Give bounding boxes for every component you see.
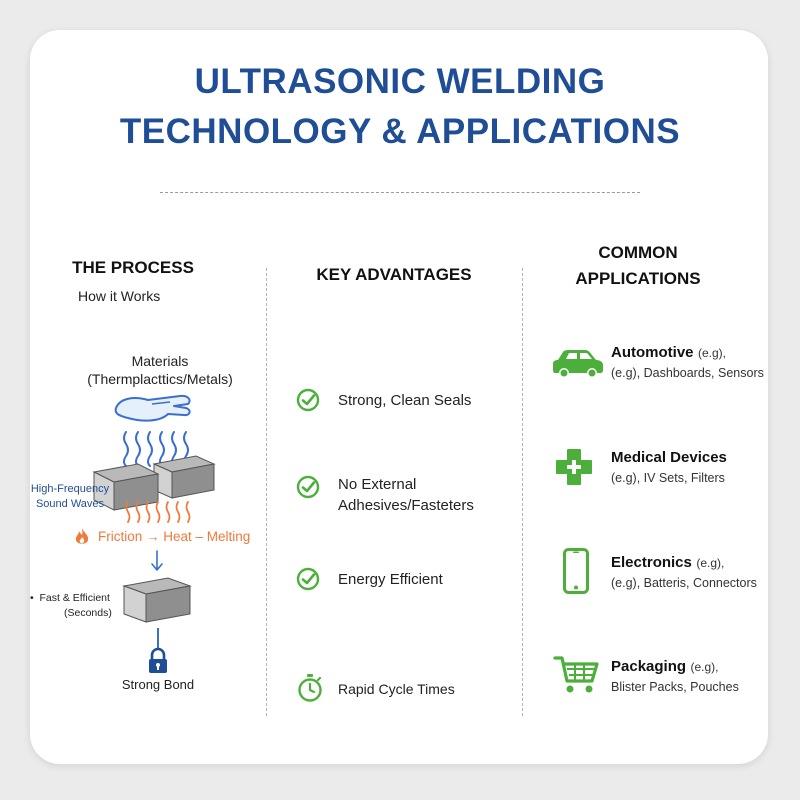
application-title: Electronics — [611, 554, 692, 571]
title-divider — [160, 192, 640, 193]
applications-heading-line-1: COMMON — [598, 243, 678, 262]
materials-label: Materials (Thermplacttics/Metals) — [60, 352, 260, 388]
smartphone-icon — [563, 548, 589, 594]
strong-bond-label: Strong Bond — [121, 677, 195, 692]
advantage-text: Strong, Clean Seals — [338, 392, 472, 409]
application-paren: (e.g), — [690, 660, 719, 674]
advantage-text-line-1: No External — [338, 476, 417, 493]
application-title: Medical Devices — [611, 449, 727, 466]
advantage-item-energy-efficient: Energy Efficient — [338, 569, 443, 590]
material-blocks-icon — [92, 455, 216, 511]
bullet-dot: • — [30, 592, 40, 604]
down-arrow-icon — [151, 550, 163, 571]
welding-horn-icon — [114, 394, 191, 422]
application-paren: (e.g), — [696, 556, 725, 570]
application-item-automotive: Automotive (e.g), (e.g), Dashboards, Sen… — [611, 343, 764, 383]
advantage-text: Energy Efficient — [338, 571, 443, 588]
bond-connector-line — [157, 628, 159, 648]
application-item-packaging: Packaging (e.g), Blister Packs, Pouches — [611, 657, 739, 697]
advantages-heading: KEY ADVANTAGES — [316, 265, 472, 284]
application-paren: (e.g), — [697, 346, 726, 360]
title-line-2: TECHNOLOGY & APPLICATIONS — [119, 112, 681, 151]
check-circle-icon — [296, 388, 320, 412]
application-desc: (e.g), Dashboards, Sensors — [611, 366, 764, 380]
application-desc: (e.g), Batteris, Connectors — [611, 576, 757, 590]
check-circle-icon — [296, 475, 320, 499]
friction-heat-label: Friction → Heat – Melting — [98, 529, 251, 544]
materials-label-line-1: Materials — [131, 353, 189, 369]
check-circle-icon — [296, 567, 320, 591]
applications-heading-line-2: APPLICATIONS — [575, 269, 701, 288]
fast-efficient-label: • Fast & Efficient (Seconds) — [30, 591, 112, 621]
fast-label-line-1: Fast & Efficient — [39, 592, 110, 604]
column-divider-right — [522, 268, 523, 716]
process-subheading: How it Works — [78, 288, 161, 304]
stopwatch-icon — [298, 674, 322, 702]
application-title: Packaging — [611, 658, 687, 675]
car-icon — [553, 350, 603, 378]
infographic-card — [30, 30, 768, 764]
materials-label-line-2: (Thermplacttics/Metals) — [87, 371, 233, 387]
column-divider-left — [266, 268, 267, 716]
waves-label: High-Frequency Sound Waves — [22, 482, 118, 512]
advantage-item-strong-seals: Strong, Clean Seals — [338, 390, 471, 411]
application-item-medical: Medical Devices (e.g), IV Sets, Filters — [611, 448, 727, 488]
advantage-item-no-adhesives: No External Adhesives/Fasteters — [338, 474, 474, 516]
waves-label-line-1: High-Frequency — [30, 483, 110, 495]
application-title: Automotive — [611, 344, 694, 361]
advantage-text: Rapid Cycle Times — [338, 681, 455, 697]
applications-heading: COMMON APPLICATIONS — [548, 240, 728, 292]
welded-block-icon — [122, 577, 192, 623]
medical-cross-icon — [556, 449, 592, 485]
application-desc: (e.g), IV Sets, Filters — [611, 471, 725, 485]
shopping-cart-icon — [553, 656, 599, 693]
advantage-item-rapid-cycle: Rapid Cycle Times — [338, 679, 455, 700]
lock-icon — [149, 647, 167, 673]
title-line-1: ULTRASONIC WELDING — [194, 62, 606, 101]
fast-label-line-2: (Seconds) — [64, 607, 112, 619]
process-heading: THE PROCESS — [72, 258, 194, 277]
heat-waves-icon — [125, 501, 191, 523]
advantage-text-line-2: Adhesives/Fasteters — [338, 497, 474, 514]
application-desc: Blister Packs, Pouches — [611, 680, 739, 694]
flame-icon — [75, 528, 89, 544]
application-item-electronics: Electronics (e.g), (e.g), Batteris, Conn… — [611, 553, 757, 593]
waves-label-line-2: Sound Waves — [35, 498, 105, 510]
